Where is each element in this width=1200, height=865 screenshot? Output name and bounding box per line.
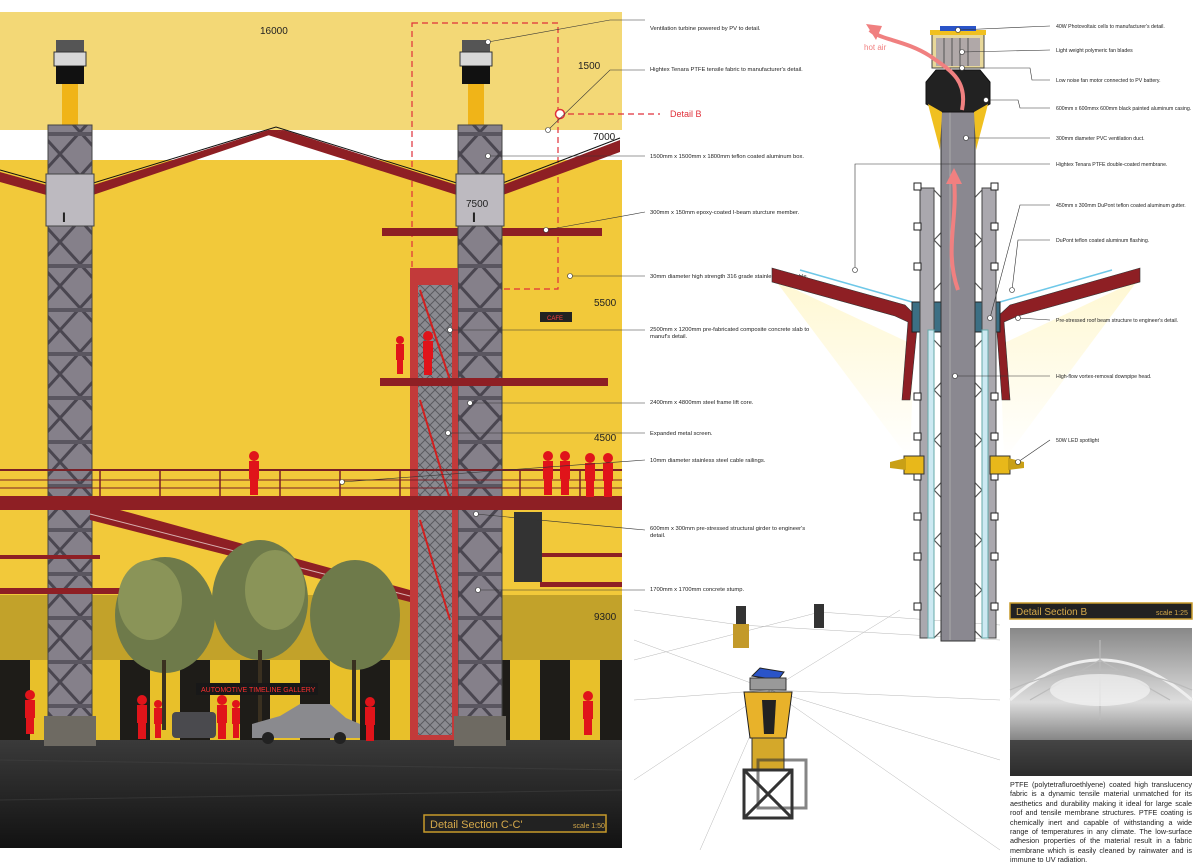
dim-16000: 16000	[260, 26, 288, 37]
column-left	[47, 124, 93, 741]
cc-note-6: 2400mm x 4800mm steel frame lift core.	[650, 400, 754, 406]
stump-right	[454, 716, 506, 746]
b-roof-right	[995, 267, 1141, 401]
cc-notes: Ventilation turbine powered by PV to det…	[650, 26, 809, 593]
walkway-deck	[0, 496, 622, 510]
b-note-1: Light weight polymeric fan blades	[1056, 48, 1133, 54]
dim-5500: 5500	[594, 298, 617, 309]
svg-text:I: I	[62, 209, 66, 225]
b-roof-left	[771, 267, 919, 401]
sky-band	[0, 12, 622, 130]
ptfe-interior-photo	[1009, 628, 1193, 776]
stump-left	[44, 716, 96, 746]
cc-note-1: Hightex Tenara PTFE tensile fabric to ma…	[650, 67, 803, 73]
title-cc: Detail Section C-C'	[430, 819, 523, 831]
hot-air-label: hot air	[864, 43, 887, 52]
column-right	[457, 124, 503, 741]
detail-b-marker[interactable]	[554, 108, 566, 120]
box-right	[455, 173, 505, 227]
scale-cc: scale 1:50	[573, 823, 605, 830]
b-note-6: 450mm x 300mm DuPont teflon coated alumi…	[1056, 203, 1186, 209]
title-b: Detail Section B	[1016, 607, 1087, 618]
dim-1500: 1500	[578, 61, 601, 72]
cc-note-5: 2500mm x 1200mm pre-fabricated composite…	[650, 327, 809, 340]
b-note-7: DuPont teflon coated aluminum flashing.	[1056, 238, 1149, 244]
b-leaders	[852, 25, 1051, 465]
cc-note-7: Expanded metal screen.	[650, 431, 713, 437]
cc-note-9: 600mm x 300mm pre-stressed structural gi…	[650, 526, 805, 539]
dim-4500: 4500	[594, 433, 617, 444]
b-spotlight-right	[989, 455, 1024, 475]
detail-b-label: Detail B	[670, 109, 702, 119]
title-box-cc	[423, 814, 607, 833]
b-casing	[925, 69, 991, 113]
scale-b: scale 1:25	[1156, 610, 1188, 617]
title-box-b	[1009, 602, 1193, 620]
dim-9300: 9300	[594, 612, 617, 623]
cc-note-0: Ventilation turbine powered by PV to det…	[650, 26, 761, 32]
dim-7000: 7000	[593, 132, 616, 143]
cc-leaders	[339, 19, 646, 593]
upper-slab	[380, 378, 608, 386]
trees	[115, 540, 400, 730]
cc-note-10: 1700mm x 1700mm concrete stump.	[650, 587, 744, 593]
cc-note-2: 1500mm x 1500mm x 1800mm teflon coated a…	[650, 154, 804, 160]
section-b: hot air Detail Section B scale 1:25	[771, 24, 1193, 776]
b-note-9: High-flow vortex-removal downpipe head.	[1056, 374, 1151, 380]
svg-text:I: I	[472, 209, 476, 225]
b-note-2: Low noise fan motor connected to PV batt…	[1056, 78, 1161, 84]
cc-note-4: 30mm diameter high strength 316 grade st…	[650, 274, 809, 280]
cc-note-8: 10mm diameter stainless steel cable rail…	[650, 458, 766, 464]
cafe-sign: CAFE	[547, 316, 563, 322]
human-figures	[25, 331, 613, 741]
gallery-sign: AUTOMOTIVE TIMELINE GALLERY	[201, 687, 316, 694]
b-note-8: Pre-stressed roof beam structure to engi…	[1056, 318, 1178, 324]
cc-note-3: 300mm x 150mm epoxy-coated I-beam sturct…	[650, 210, 800, 216]
roof-beam-left	[0, 130, 284, 196]
dim-7500: 7500	[466, 199, 489, 210]
b-note-10: 50W LED spotlight	[1056, 438, 1100, 444]
cars	[172, 704, 360, 744]
b-note-4: 300mm diameter PVC ventilation duct.	[1056, 136, 1145, 142]
b-note-0: 40W Photovoltaic cells to manufacturer's…	[1056, 24, 1165, 30]
roof-beam-right	[268, 130, 620, 196]
b-note-5: Hightex Tenara PTFE double-coated membra…	[1056, 162, 1168, 168]
section-cc: I I CAFE	[0, 12, 702, 848]
b-notes: 40W Photovoltaic cells to manufacturer's…	[1056, 24, 1191, 444]
b-duct	[940, 95, 976, 642]
box-left	[45, 173, 95, 227]
b-spotlight-left	[890, 455, 925, 475]
b-note-3: 600mm x 600mmx 600mm black painted alumi…	[1056, 106, 1191, 112]
